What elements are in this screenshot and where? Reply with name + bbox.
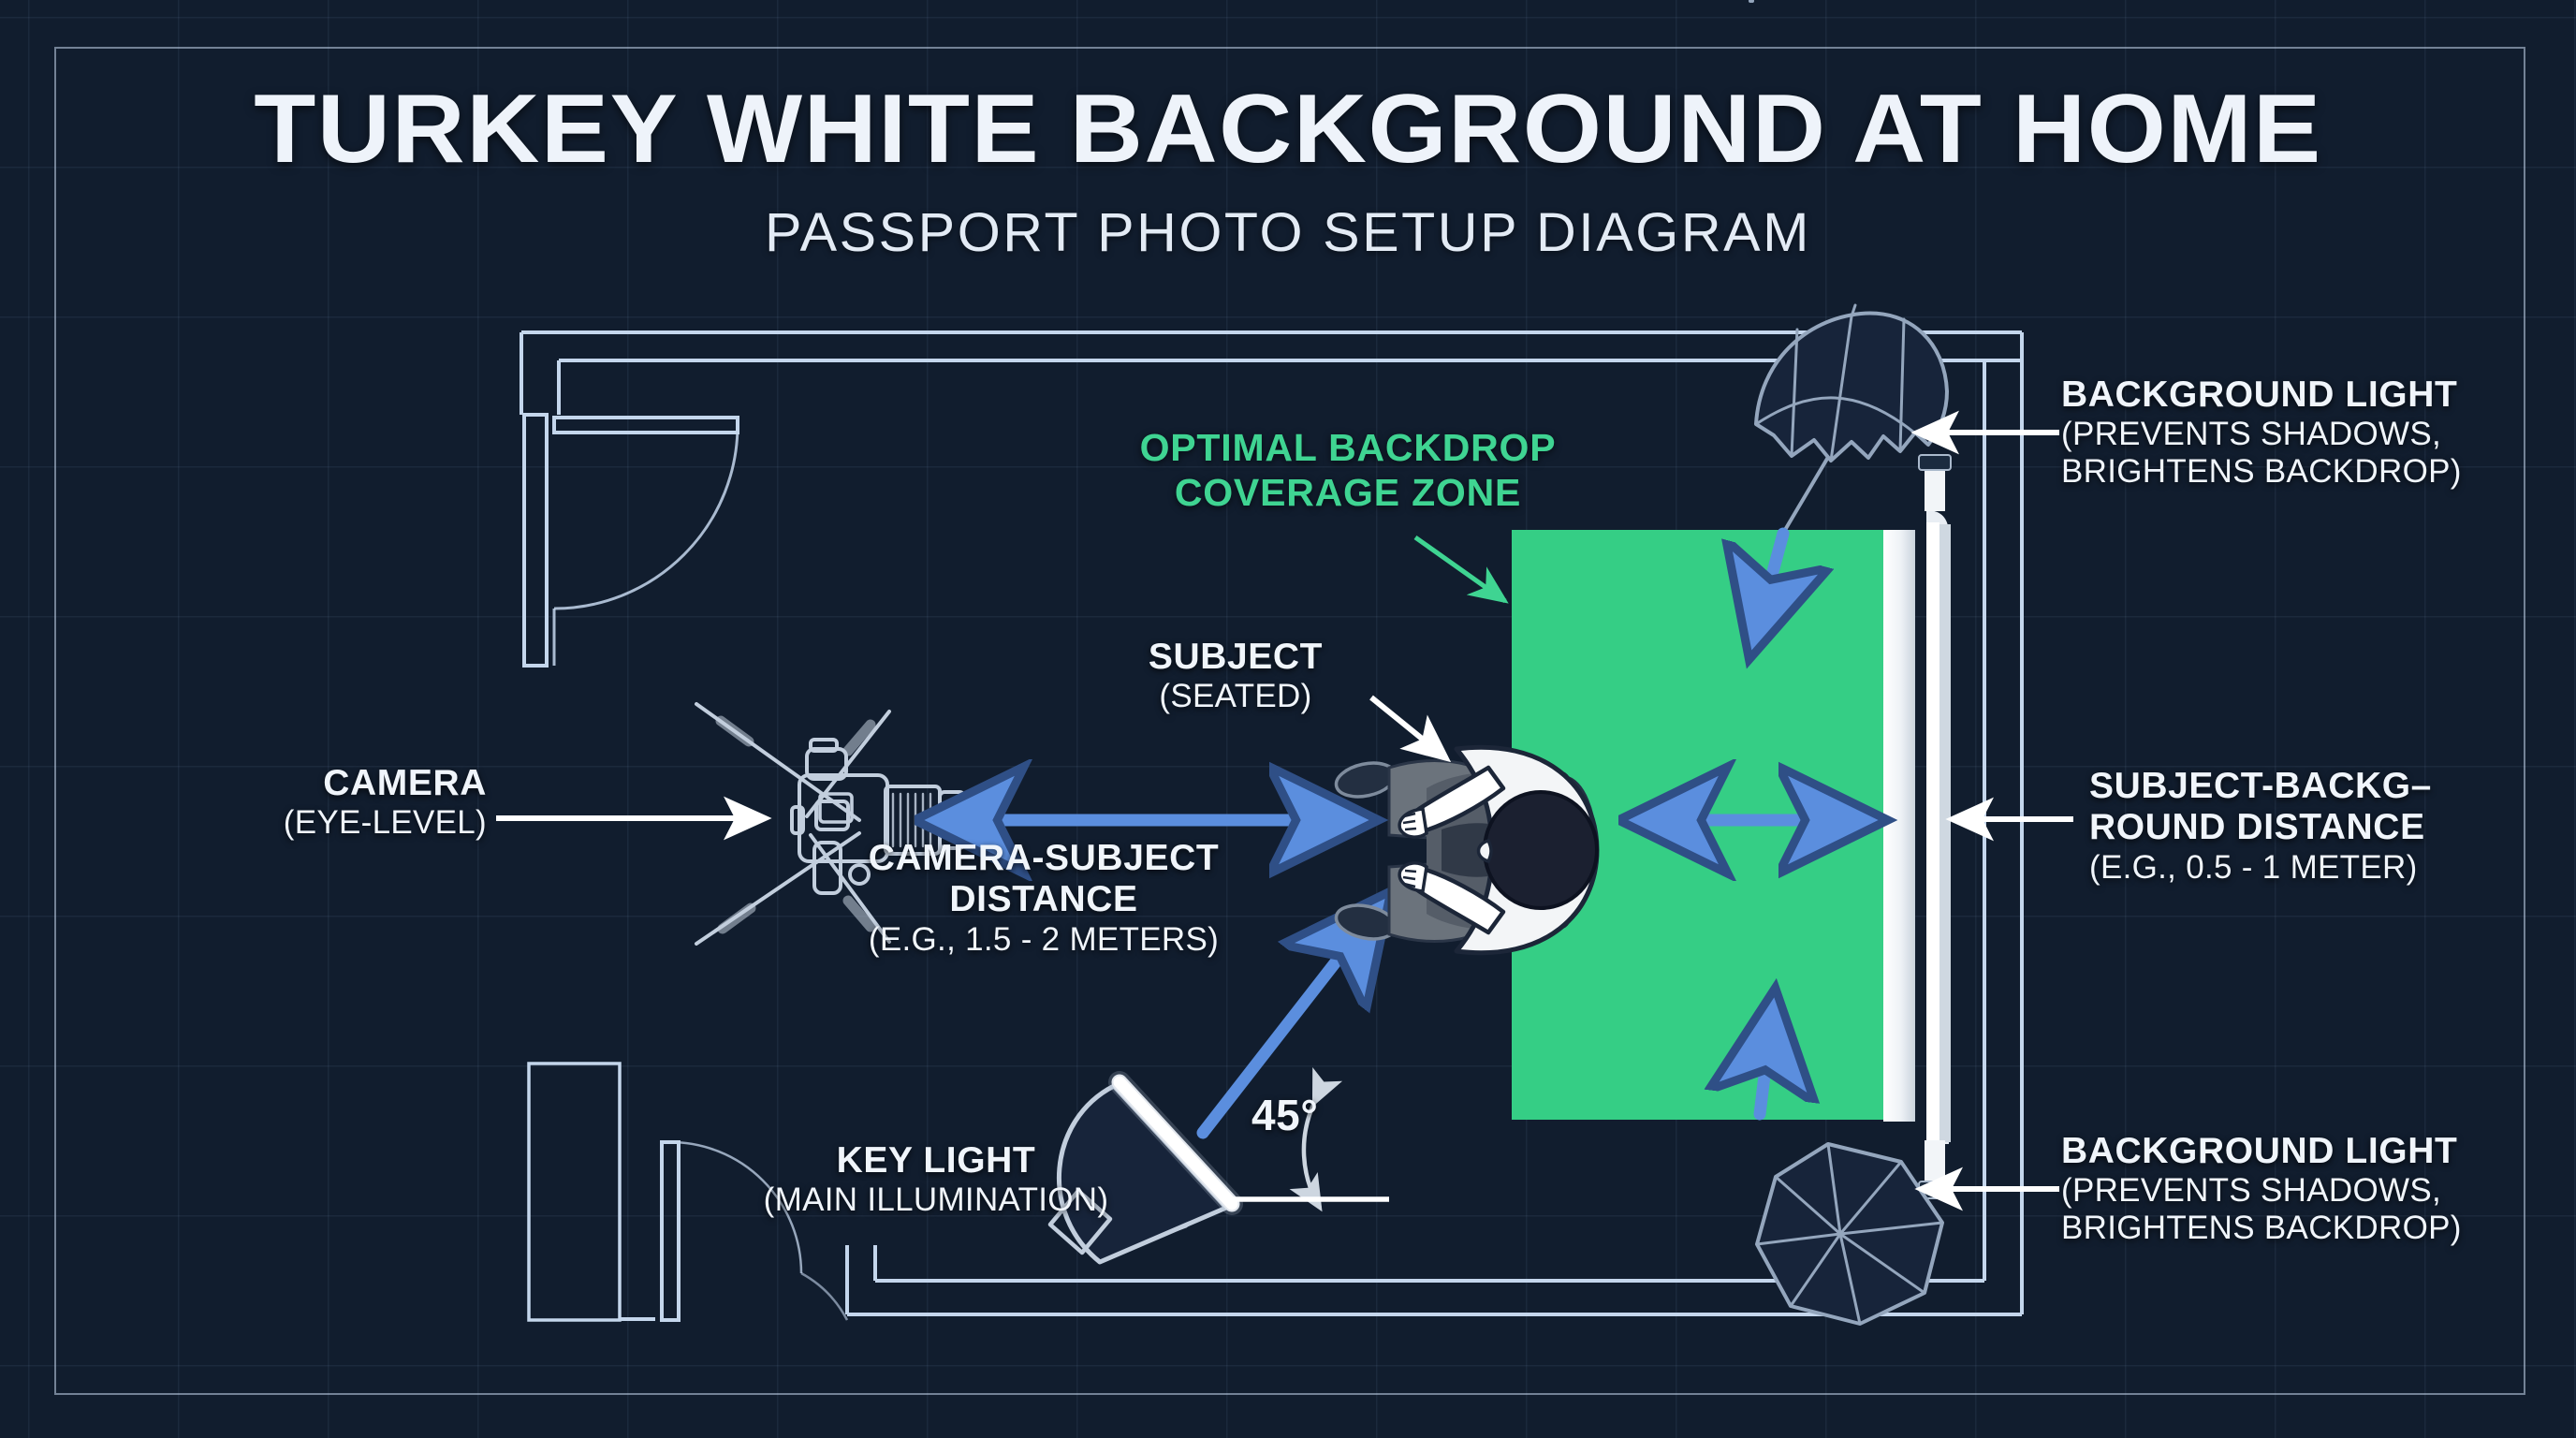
key-light-label: KEY LIGHT (MAIN ILLUMINATION) — [711, 1140, 1161, 1219]
angle-label: 45° — [1251, 1091, 1318, 1139]
bg-light-bottom-sub1: (PREVENTS SHADOWS, — [2061, 1172, 2442, 1210]
beam-arrow-bottom — [1760, 1000, 1774, 1121]
subject-background-distance-label: SUBJECT-BACKG– ROUND DISTANCE (E.G., 0.5… — [2089, 766, 2576, 887]
camera-label-sub: (EYE-LEVEL) — [283, 804, 487, 842]
subject-background-distance-line2: ROUND DISTANCE — [2089, 807, 2425, 848]
camera-label-title: CAMERA — [323, 763, 487, 803]
camera-subject-distance-line1: CAMERA-SUBJECT — [868, 838, 1220, 878]
umbrella-icon-bottom — [1755, 1142, 1944, 1326]
subject-label-sub: (SEATED) — [1159, 678, 1312, 715]
coverage-zone-line2: COVERAGE ZONE — [1174, 470, 1522, 514]
bg-light-bottom-title: BACKGROUND LIGHT — [2061, 1131, 2458, 1171]
bg-light-bottom-sub2: BRIGHTENS BACKDROP) — [2061, 1210, 2462, 1247]
coverage-zone-fill — [1512, 530, 1886, 1120]
camera-subject-distance-sub: (E.G., 1.5 - 2 METERS) — [868, 920, 1220, 958]
door-top-left — [522, 413, 739, 668]
page-title: TURKEY WHITE BACKGROUND AT HOME — [254, 75, 2322, 183]
camera-label: CAMERA (EYE-LEVEL) — [112, 763, 487, 842]
coverage-zone-leader-line — [1413, 535, 1509, 604]
coverage-zone-line1: OPTIMAL BACKDROP — [1139, 426, 1557, 469]
page-subtitle: PASSPORT PHOTO SETUP DIAGRAM — [765, 202, 1811, 263]
backdrop-coverage-zone — [1512, 530, 1886, 531]
beam-arrow-top — [1752, 527, 1783, 648]
camera-subject-distance-label: CAMERA-SUBJECT DISTANCE (E.G., 1.5 - 2 M… — [782, 838, 1306, 959]
bg-light-top-sub1: (PREVENTS SHADOWS, — [2061, 416, 2442, 453]
bg-light-top-sub2: BRIGHTENS BACKDROP) — [2061, 453, 2462, 491]
angle-value: 45° — [1251, 1091, 1319, 1139]
camera-subject-distance-line2: DISTANCE — [949, 879, 1138, 920]
subject-label-title: SUBJECT — [1148, 637, 1324, 677]
key-light-label-sub: (MAIN ILLUMINATION) — [763, 1181, 1109, 1219]
bg-light-bottom-label: BACKGROUND LIGHT (PREVENTS SHADOWS, BRIG… — [2061, 1131, 2548, 1247]
backdrop-roll — [1883, 454, 1952, 1199]
bg-light-top-label: BACKGROUND LIGHT (PREVENTS SHADOWS, BRIG… — [2061, 374, 2548, 491]
key-light-label-title: KEY LIGHT — [836, 1140, 1036, 1181]
subject-background-distance-line1: SUBJECT-BACKG– — [2089, 766, 2432, 806]
bg-light-top-title: BACKGROUND LIGHT — [2061, 374, 2458, 415]
subject-label: SUBJECT (SEATED) — [1039, 637, 1432, 715]
subject-figure — [1334, 744, 1600, 956]
subject-background-distance-sub: (E.G., 0.5 - 1 METER) — [2089, 848, 2418, 886]
coverage-zone-label: OPTIMAL BACKDROP COVERAGE ZONE — [1086, 426, 1610, 515]
